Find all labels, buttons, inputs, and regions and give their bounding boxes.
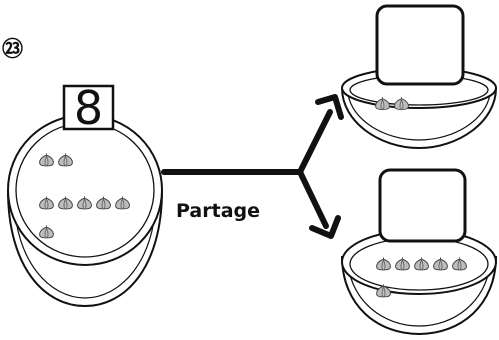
action-label: Partage xyxy=(176,200,260,222)
bowl-icon xyxy=(341,229,497,336)
arrow-icon xyxy=(161,94,344,239)
answer-box[interactable] xyxy=(378,168,467,243)
target-bowl-top xyxy=(341,4,497,150)
problem-number: ㉓ xyxy=(2,37,23,61)
count-box xyxy=(62,84,115,131)
answer-box[interactable] xyxy=(375,4,465,86)
bowl-icon xyxy=(7,114,163,308)
target-bowl-bottom xyxy=(341,168,497,336)
source-bowl: 8 xyxy=(7,81,163,308)
count-label: 8 xyxy=(74,81,103,135)
